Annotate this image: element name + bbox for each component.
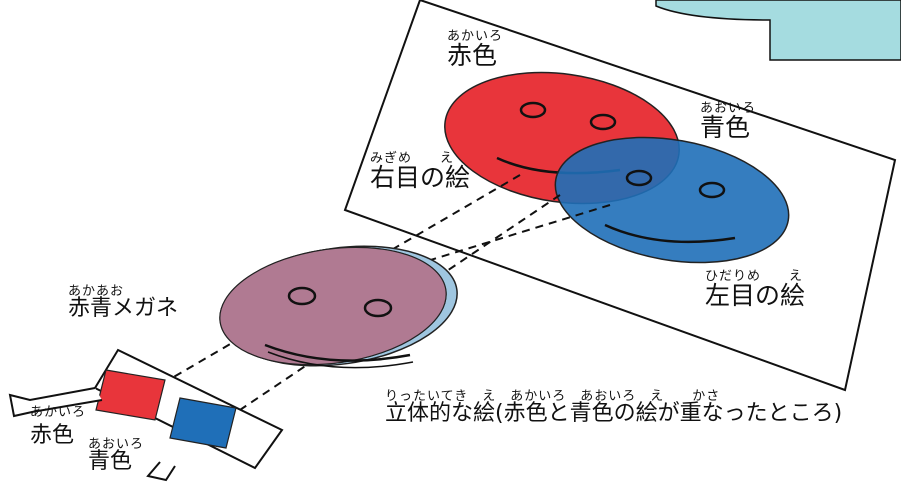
left-eye-label: ひだりめ え 左目の絵 [705,270,805,308]
stereo-label: りったいてき え あかいろ あおいろ え かさ 立体的な絵(赤色と青色の絵が重な… [385,390,842,425]
lens-red-ruby: あかいろ [30,405,87,420]
blue-face [554,136,790,264]
lens-red-text: 赤色 [30,423,75,448]
stereo-text: 立体的な絵(赤色と青色の絵が重なったところ) [385,401,843,426]
right-eye-label: みぎめ え 右目の絵 [370,152,470,190]
screen-red-label: あかいろ 赤色 [447,30,503,68]
lens-blue-text: 青色 [88,449,133,474]
screen-red-ruby: あかいろ [447,29,504,44]
right-eye-ruby: みぎめ え [370,151,455,166]
lens-red-label: あかいろ 赤色 [30,406,86,447]
glasses-text: 赤青メガネ [68,296,179,321]
screen-blue-ruby: あおいろ [700,101,757,116]
left-eye-ruby: ひだりめ え [705,269,804,284]
left-eye-text: 左目の絵 [705,281,806,310]
lens-blue-label: あおいろ 青色 [88,438,144,473]
glasses-icon [8,348,284,482]
lens-blue-ruby: あおいろ [88,437,145,452]
screen-blue-label: あおいろ 青色 [700,102,756,140]
glasses-label: あかあお 赤青メガネ [68,285,178,320]
stereo-ruby: りったいてき え あかいろ あおいろ え かさ [385,389,721,404]
screen-red-text: 赤色 [447,41,498,70]
speech-bubble [655,0,901,61]
screen-blue-text: 青色 [700,113,751,142]
right-eye-text: 右目の絵 [370,163,471,192]
glasses-ruby: あかあお [68,284,125,299]
stereo-face [219,245,458,369]
